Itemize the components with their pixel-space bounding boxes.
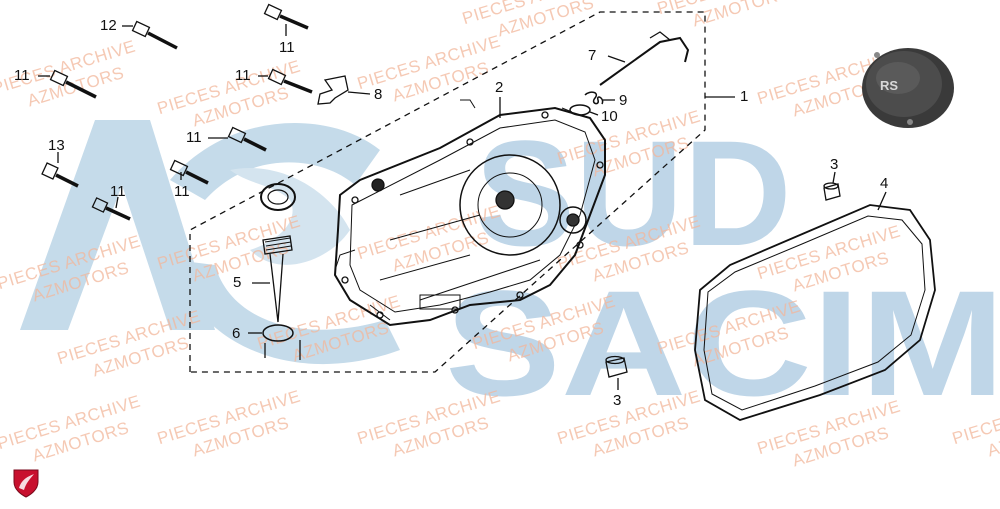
logo-swoosh-mid: [230, 168, 350, 265]
clutch-cover: [333, 99, 606, 327]
dowel-pin-lower: [605, 355, 628, 378]
logo-text-bottom: SACIM: [445, 259, 1000, 427]
dowel-pin-upper: [823, 182, 841, 201]
assembly-boundary: [189, 11, 706, 373]
gasket-inner-edge: [703, 215, 926, 411]
callout-12: 12: [100, 17, 117, 34]
logo-swoosh-bottom: [175, 260, 400, 365]
callout-7: 7: [588, 47, 597, 64]
callout-2: 2: [495, 79, 504, 96]
callout-8: 8: [374, 86, 383, 103]
dipstick: [262, 235, 293, 323]
bolt-11-dipstick: [227, 126, 267, 152]
callout-9: 9: [619, 92, 628, 109]
bolt-12: [131, 20, 178, 50]
callout-11-top: 11: [279, 39, 295, 56]
callout-11-left: 11: [14, 67, 30, 84]
leader-line-3a: [832, 171, 836, 184]
o-ring: [262, 324, 294, 342]
pushrod: [599, 31, 690, 86]
washer: [569, 104, 591, 116]
logo-a-shape: [20, 120, 215, 330]
callout-13: 13: [48, 137, 65, 154]
leader-line-11f: [115, 196, 119, 209]
cap-logo-text: RS: [880, 78, 898, 93]
spring: [584, 91, 604, 105]
bolt-13: [41, 162, 79, 188]
bolt-11-lower: [169, 159, 209, 185]
callout-11-small: 11: [110, 183, 126, 200]
callout-3-lower: 3: [613, 392, 622, 409]
callout-4: 4: [880, 175, 889, 192]
callout-11-lower: 11: [174, 183, 190, 200]
gasket: [694, 204, 936, 421]
leader-line-8: [347, 91, 371, 95]
leader-line-4: [877, 191, 887, 211]
bolt-11-top: [263, 3, 309, 30]
leader-line-10: [589, 111, 599, 116]
bolt-11-small: [91, 197, 131, 221]
oil-seal: [260, 183, 296, 211]
callout-5: 5: [233, 274, 242, 291]
bolt-11-left: [49, 69, 97, 99]
callout-1: 1: [740, 88, 749, 105]
logo-text-top: SUD: [475, 109, 792, 277]
logo-swoosh-top: [170, 122, 380, 200]
brand-shield-icon: [13, 469, 39, 498]
bracket: [317, 75, 349, 105]
callout-6: 6: [232, 325, 241, 342]
bolt-11-mid: [267, 68, 313, 94]
callout-10: 10: [601, 108, 618, 125]
callout-11-dipstick: 11: [186, 129, 202, 146]
callout-11-mid: 11: [235, 67, 251, 84]
clutch-cover-cap: RS: [862, 48, 954, 128]
leader-line-7: [607, 55, 626, 63]
callout-3-upper: 3: [830, 156, 839, 173]
